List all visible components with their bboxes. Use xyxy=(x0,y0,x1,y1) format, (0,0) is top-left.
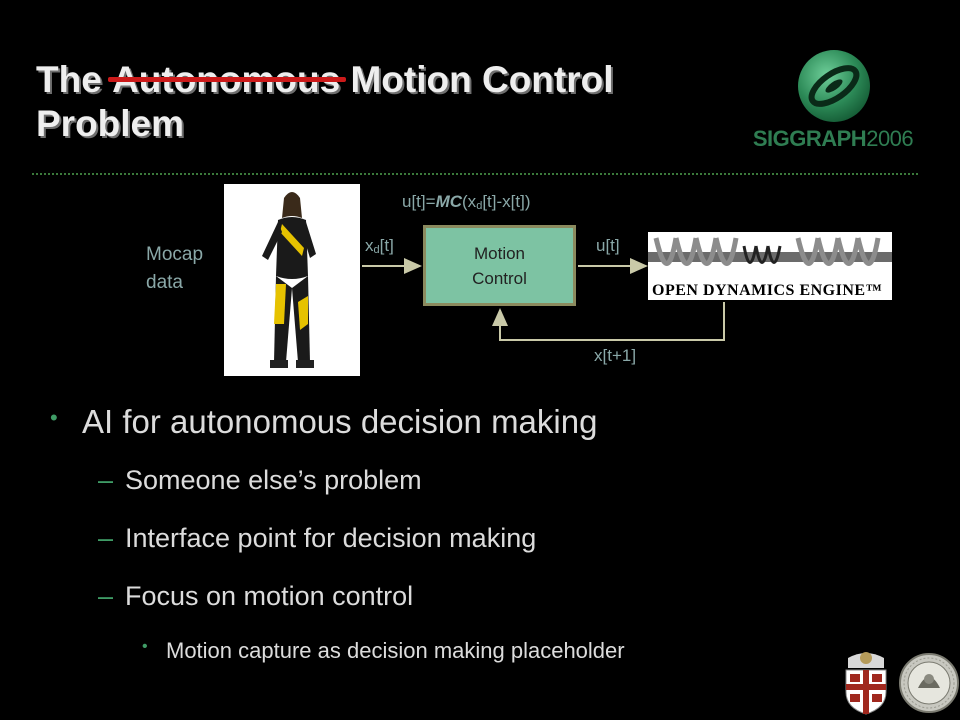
title-line2: Problem xyxy=(36,103,185,144)
equation-close: ) xyxy=(524,192,531,211)
control-equation: u[t]=MC(xd[t]-x[t]) xyxy=(402,192,530,212)
motion-control-line2: Control xyxy=(472,268,527,288)
bullet-dot-icon: • xyxy=(142,638,148,655)
bullet-main-text: AI for autonomous decision making xyxy=(82,403,598,440)
ode-logo: OPEN DYNAMICS ENGINE™ xyxy=(648,232,892,300)
dash-icon: – xyxy=(98,523,114,553)
next-state-label: x[t+1] xyxy=(594,346,637,365)
round-seal-icon xyxy=(899,653,959,713)
dash-icon: – xyxy=(98,581,114,611)
siggraph-brand: SIGGRAPH xyxy=(752,126,867,151)
siggraph-year: 2006 xyxy=(866,126,914,151)
ode-wordmark: OPEN DYNAMICS ENGINE™ xyxy=(652,282,883,299)
sub-bullet-2-text: Interface point for decision making xyxy=(125,523,537,553)
ode-spring-icon xyxy=(648,237,892,266)
brown-university-shield-icon xyxy=(845,652,887,715)
dash-icon: – xyxy=(98,465,114,495)
sub-sub-bullet-text: Motion capture as decision making placeh… xyxy=(166,638,625,663)
mocap-label-line1: Mocap xyxy=(146,244,204,265)
xd-subscript: d xyxy=(373,244,380,256)
title-suffix: Motion Control xyxy=(340,59,614,100)
equation-prefix: u[t]= xyxy=(402,192,436,211)
feedback-arrow xyxy=(492,302,725,341)
siggraph-logo: SIGGRAPH2006 xyxy=(738,46,928,156)
siggraph-globe-icon xyxy=(798,50,870,122)
motion-control-line1: Motion xyxy=(473,243,526,263)
siggraph-wordmark: SIGGRAPH2006 xyxy=(738,126,928,152)
xd-rest: [t] xyxy=(379,236,394,255)
slide-title: The Autonomous Motion Control Problem xyxy=(36,58,756,146)
equation-open: (x xyxy=(462,192,477,211)
strikethrough-line xyxy=(108,77,347,82)
title-prefix: The xyxy=(36,59,113,100)
mocap-label-line2: data xyxy=(146,272,183,293)
equation-subscript: d xyxy=(476,200,483,212)
mocap-figure-image xyxy=(224,184,360,376)
sub-bullet-3-text: Focus on motion control xyxy=(125,581,414,611)
desired-state-label: xd[t] xyxy=(365,236,394,256)
bullet-dot-icon: • xyxy=(50,405,58,430)
mocap-performer-icon xyxy=(262,192,316,368)
sub-bullet-1-text: Someone else’s problem xyxy=(125,465,422,495)
equation-rest: [t]-x[t] xyxy=(482,192,525,211)
equation-function: MC xyxy=(435,192,463,211)
xd-main: x xyxy=(365,236,374,255)
title-divider xyxy=(32,173,918,175)
motion-control-box: Motion Control xyxy=(423,225,576,306)
title-struck-word: Autonomous xyxy=(108,58,347,102)
control-output-label: u[t] xyxy=(596,236,620,255)
mocap-label: Mocap data xyxy=(146,241,203,297)
